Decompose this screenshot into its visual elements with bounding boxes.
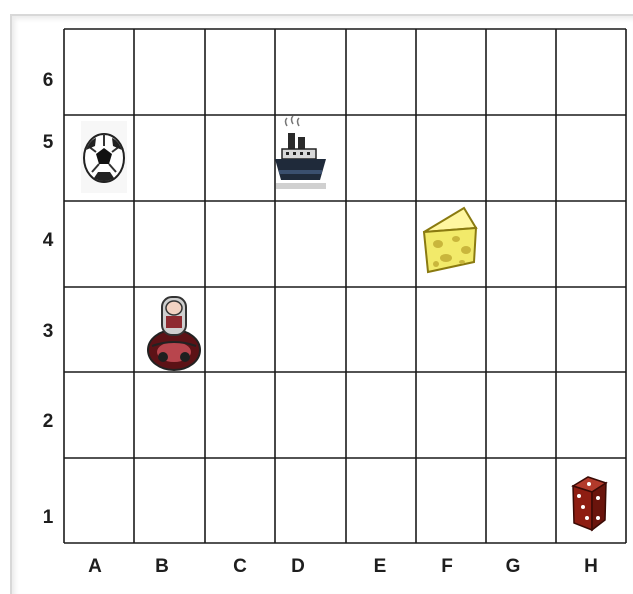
ship-icon	[275, 116, 326, 189]
bumper-car-icon	[148, 297, 200, 370]
dice-icon	[573, 477, 606, 530]
cheese-icon	[424, 208, 476, 272]
soccer-ball-icon	[81, 121, 127, 193]
grid-lines	[64, 29, 626, 543]
